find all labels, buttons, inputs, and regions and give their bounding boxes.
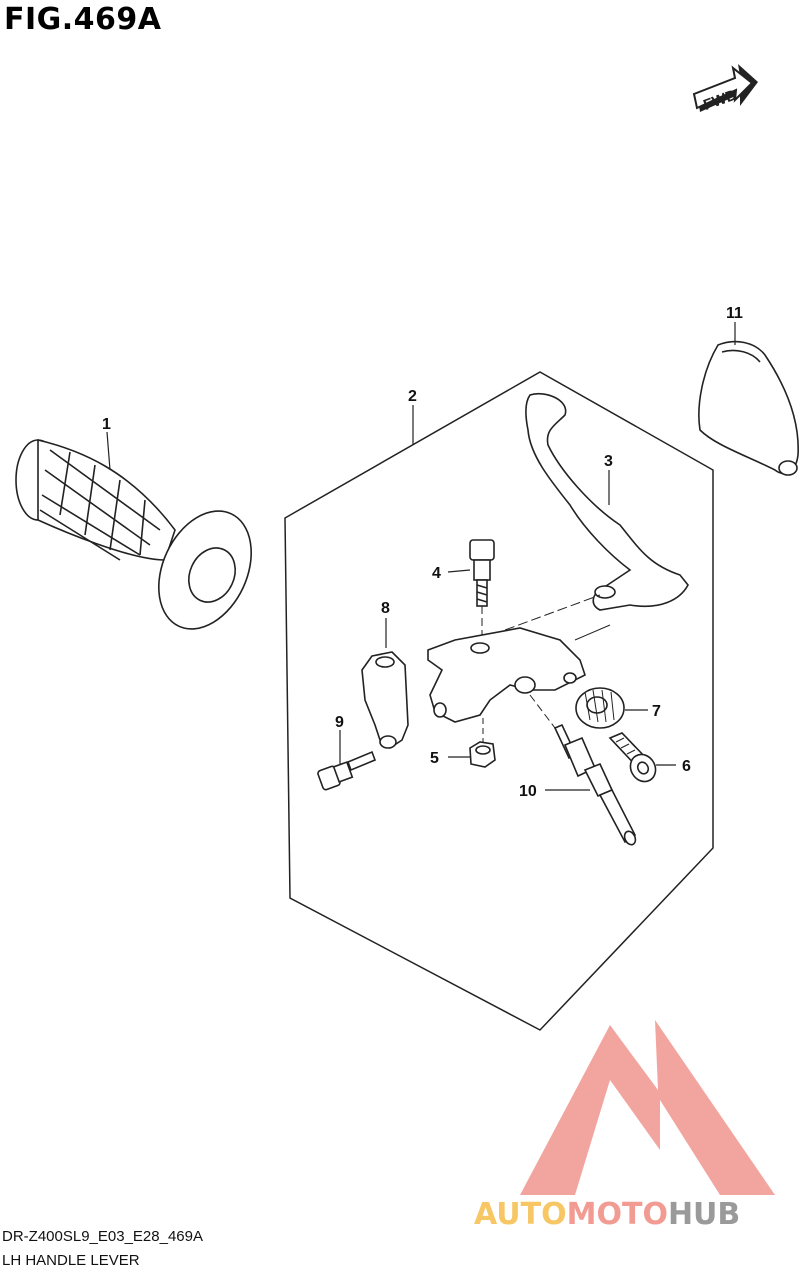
centerline [529, 694, 556, 729]
adjuster-nut-part [575, 687, 625, 729]
callout-11: 11 [726, 305, 743, 322]
lever-cover-part [698, 340, 799, 476]
callout-7: 7 [652, 703, 661, 720]
assembly-outline [284, 371, 714, 1031]
pivot-bolt-part [469, 539, 495, 607]
grip-part [15, 438, 253, 630]
fwd-arrow-icon: FWD [692, 64, 758, 114]
watermark-hub: HUB [668, 1197, 740, 1232]
watermark-text: AUTOMOTOHUB [474, 1197, 740, 1232]
callout-3: 3 [604, 453, 613, 470]
callout-5: 5 [430, 750, 439, 767]
lever-bracket-part [427, 627, 586, 723]
drawing-code: DR-Z400SL9_E03_E28_469A [2, 1228, 203, 1245]
leader-line [106, 431, 111, 471]
clamp-bolt-part [317, 750, 377, 791]
watermark-auto: AUTO [474, 1197, 567, 1232]
leader-line [447, 569, 471, 573]
adjuster-bolt-part [608, 732, 657, 783]
callout-9: 9 [335, 714, 344, 731]
watermark-moto: MOTO [567, 1197, 668, 1232]
centerline [504, 594, 601, 631]
callout-4: 4 [432, 565, 441, 582]
nut-part [469, 741, 496, 768]
clamp-part [361, 651, 409, 749]
callout-8: 8 [381, 600, 390, 617]
figure-caption: LH HANDLE LEVER [2, 1252, 140, 1269]
centerline [574, 624, 611, 641]
clutch-lever-part [525, 393, 689, 611]
watermark-logo-icon [520, 1020, 775, 1195]
callout-6: 6 [682, 758, 691, 775]
callout-1: 1 [102, 416, 111, 433]
callout-2: 2 [408, 388, 417, 405]
callout-10: 10 [519, 783, 537, 800]
cable-switch-part [553, 723, 637, 846]
figure-title: FIG.469A [4, 2, 162, 37]
